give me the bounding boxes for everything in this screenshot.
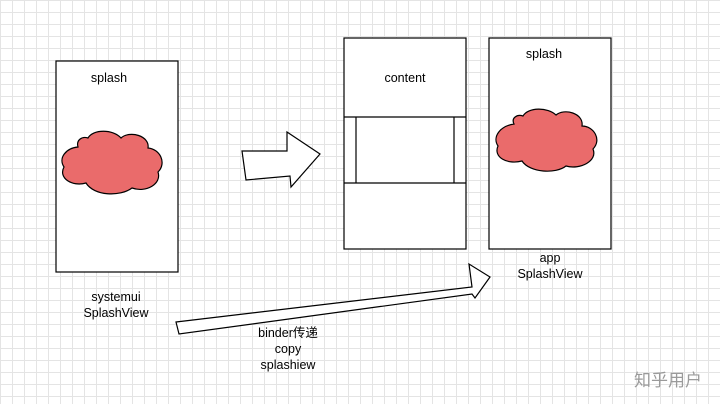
binder-transfer-label-line3: splashiew — [261, 358, 317, 372]
binder-transfer-label-line1: binder传递 — [258, 325, 318, 340]
systemui-caption-line2: SplashView — [83, 306, 149, 320]
systemui-splash-group: splash — [55, 60, 179, 273]
content-frame-group: content — [343, 37, 467, 250]
binder-transfer-arrow-icon — [175, 262, 491, 335]
app-splash-cloud — [495, 108, 598, 172]
app-splash-label: splash — [526, 47, 562, 61]
app-caption-line1: app — [540, 251, 561, 265]
binder-transfer-label-line2: copy — [275, 342, 302, 356]
app-splash-group: splash — [488, 37, 612, 250]
systemui-caption-line1: systemui — [91, 290, 140, 304]
systemui-splash-label: splash — [91, 71, 127, 85]
content-label: content — [384, 71, 426, 85]
transition-arrow-icon — [241, 130, 321, 189]
watermark-text: 知乎用户 — [634, 371, 702, 391]
content-frame — [343, 37, 467, 250]
app-caption-line2: SplashView — [517, 267, 583, 281]
systemui-splash-cloud — [61, 130, 163, 195]
